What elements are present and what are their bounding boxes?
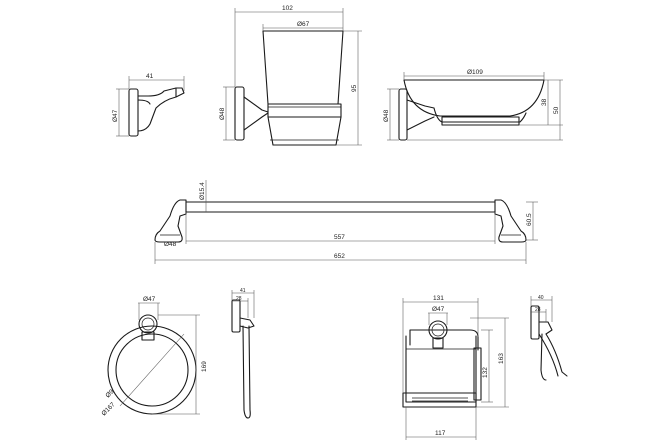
dim-cup-base: Ø48 (219, 107, 226, 120)
dim-ring-side-inner: 28 (236, 296, 242, 302)
dim-paper-inner-height: 132 (482, 367, 489, 378)
paper-holder-drawing: 131 Ø47 132 163 117 (402, 295, 509, 440)
dim-paper-bottom: 117 (435, 430, 446, 437)
dim-rail-inner: 557 (334, 234, 345, 241)
towel-ring-drawing: Ø47 169 Ø9 Ø167 (100, 296, 208, 417)
dim-cup-diameter: Ø67 (297, 21, 310, 28)
dim-cup-width: 102 (282, 5, 293, 12)
dim-ring-height: 169 (201, 361, 208, 372)
towel-ring-side-drawing: 41 28 (231, 288, 255, 419)
dim-hook-base: Ø47 (112, 109, 119, 122)
dim-paper-base: Ø47 (432, 306, 445, 313)
towel-rail-drawing: Ø15.4 60.5 557 Ø48 652 (154, 180, 538, 264)
dim-dish-height: 38 (541, 98, 548, 106)
dim-paper-total-height: 163 (498, 353, 505, 364)
dim-paper-side-inner: 28 (535, 307, 541, 313)
robe-hook-drawing: 41 Ø47 (112, 73, 185, 137)
dim-ring-side-outer: 41 (240, 288, 246, 294)
dim-paper-width: 131 (433, 295, 444, 302)
dim-dish-total: 50 (553, 106, 560, 114)
dim-ring-base: Ø47 (143, 296, 156, 303)
dim-dish-base: Ø48 (383, 109, 390, 122)
dim-ring-tube: Ø9 (104, 388, 115, 399)
paper-holder-side-drawing: 40 28 (530, 295, 568, 381)
tumbler-holder-drawing: 102 Ø67 95 Ø48 (219, 5, 362, 146)
dim-dish-diameter: Ø109 (467, 69, 483, 76)
dim-rail-total: 652 (334, 253, 345, 260)
dim-hook-width: 41 (146, 73, 154, 80)
dim-rail-base: Ø48 (164, 241, 177, 248)
soap-dish-drawing: Ø109 38 50 Ø48 (383, 69, 563, 141)
dim-rail-depth: 60.5 (526, 213, 533, 226)
dim-cup-height: 95 (351, 84, 358, 92)
dim-paper-side-outer: 40 (538, 295, 544, 301)
dim-rail-tube: Ø15.4 (199, 182, 206, 200)
dim-ring-outer: Ø167 (100, 401, 116, 417)
